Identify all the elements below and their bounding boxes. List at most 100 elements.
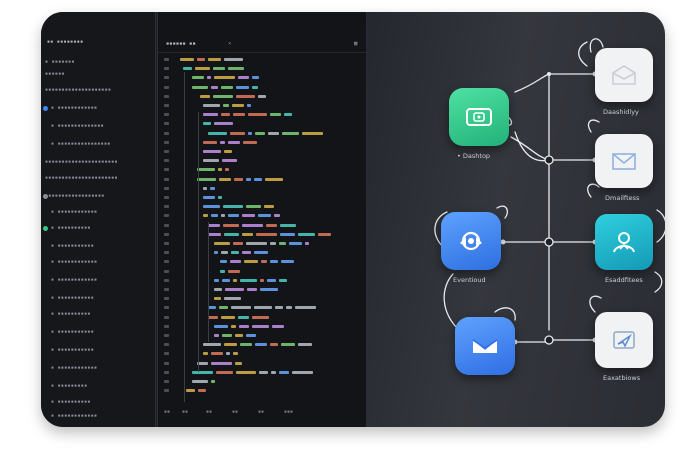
code-line [158,168,366,174]
line-number [164,223,169,227]
sidebar-item[interactable]: ▪▪▪▪▪▪▪▪▪▪▪▪▪▪▪▪▪▪▪▪▪▪ [41,174,155,184]
code-token [235,370,256,374]
node-eventioud[interactable] [441,212,501,270]
sidebar-item[interactable]: ▪ ▪▪▪▪▪▪▪▪▪▪▪ [41,328,155,338]
code-token [245,205,261,209]
sidebar-item[interactable]: ▪ ▪▪▪▪▪▪▪▪▪▪ [41,310,155,320]
file-status-dot-icon [43,226,48,231]
sidebar-item[interactable]: ▪▪▪▪▪▪▪▪▪▪▪▪▪▪▪▪▪▪ [41,192,155,202]
status-item[interactable]: ▪▪ [206,409,213,415]
node-daashidlyy[interactable] [595,48,653,102]
split-editor-icon[interactable]: ▦ [354,41,358,47]
code-token [197,177,217,181]
code-line [158,94,366,101]
sidebar-item[interactable]: ▪ ▪▪▪▪▪▪▪▪▪▪▪ [41,294,155,304]
sidebar-item[interactable]: ▪ ▪▪▪▪▪▪▪ [41,58,155,68]
code-token [247,288,257,291]
sidebar-item[interactable]: ▪ ▪▪▪▪▪▪▪▪▪▪▪ [41,242,155,252]
code-line [158,223,366,230]
line-number [164,58,169,61]
code-token [254,251,268,255]
code-token [222,104,229,107]
editor-tab-bar: ▪▪▪▪▪▪ ▪▪ × ▦ [158,38,366,53]
code-token [270,370,276,374]
node-eaxatbiows[interactable] [595,312,653,368]
code-token [208,306,217,310]
code-token [237,76,249,80]
sidebar-item[interactable]: ▪ ▪▪▪▪▪▪▪▪▪▪▪ [41,346,155,356]
sidebar-item[interactable]: ▪ ▪▪▪▪▪▪▪▪▪▪▪▪▪▪ [41,122,155,132]
code-token [251,76,259,80]
line-number [164,104,169,107]
status-item[interactable]: ▪▪ [258,409,265,415]
code-token [214,288,222,291]
code-token [291,370,313,374]
node-esaddfitees[interactable] [595,214,653,270]
node-label: Dmailftess [605,194,640,202]
line-number [164,150,169,153]
file-status-dot-icon [43,194,48,199]
code-token [297,343,312,347]
code-token [279,278,287,282]
code-line [158,389,366,395]
node-label: Esaddfitees [605,276,643,284]
sidebar-item[interactable]: ▪ ▪▪▪▪▪▪▪▪▪▪▪▪ [41,208,155,218]
code-token [242,223,264,227]
code-token [257,214,271,218]
line-number [164,186,169,190]
wallet-icon [466,108,492,126]
sidebar-item[interactable]: ▪▪▪▪▪▪▪▪▪▪▪▪▪▪▪▪▪▪▪▪▪▪ [41,158,155,168]
sidebar-item[interactable]: ▪ ▪▪▪▪▪▪▪▪▪▪▪▪ [41,276,155,286]
node-dashtop[interactable] [449,88,509,146]
code-token [231,104,244,107]
node-dmailftess[interactable] [595,134,653,188]
sidebar-item-label: ▪ ▪▪▪▪▪▪▪▪▪▪ [51,399,91,405]
line-number [164,278,169,282]
code-token [202,104,220,107]
code-token [280,223,297,227]
status-item[interactable]: ▪▪ [232,409,239,415]
code-token [254,306,273,310]
code-token [209,186,215,190]
code-line [158,260,366,266]
code-token [318,232,332,236]
status-item[interactable]: ▪▪ [164,409,171,415]
sidebar-item-label: ▪▪▪▪▪▪▪▪▪▪▪▪▪▪▪▪▪▪▪▪▪▪ [45,175,118,181]
node-envelope[interactable] [455,317,515,375]
close-icon[interactable]: × [228,41,232,47]
sidebar-item[interactable]: ▪ ▪▪▪▪▪▪▪▪▪▪ [41,398,155,408]
sidebar-item[interactable]: ▪ ▪▪▪▪▪▪▪▪▪▪▪▪▪▪▪▪ [41,140,155,150]
code-token [180,58,195,61]
code-token [267,278,276,282]
sidebar-header: ▪▪ ▪▪▪▪▪▪▪▪ [47,38,147,48]
sidebar-item[interactable]: ▪ ▪▪▪▪▪▪▪▪▪ [41,382,155,392]
code-token [236,94,255,98]
code-token [238,315,250,319]
code-token [227,214,239,218]
indent-guide [208,222,209,342]
code-token [210,214,218,218]
sidebar-item[interactable]: ▪ ▪▪▪▪▪▪▪▪▪▪▪▪ [41,412,155,422]
sidebar-item[interactable]: ▪ ▪▪▪▪▪▪▪▪▪▪ [41,224,155,234]
code-token [240,278,257,282]
sidebar-item[interactable]: ▪▪▪▪▪▪ [41,70,155,80]
code-token [242,251,251,255]
code-line [158,361,366,368]
code-token [258,94,266,98]
sidebar-item[interactable]: ▪ ▪▪▪▪▪▪▪▪▪▪▪▪ [41,258,155,268]
code-token [217,196,222,199]
code-token [227,269,240,273]
sidebar-item[interactable]: ▪ ▪▪▪▪▪▪▪▪▪▪▪▪ [41,364,155,374]
code-token [202,140,217,144]
code-editor[interactable]: ▪▪▪▪▪▪ ▪▪ × ▦ ▪▪ ▪▪ ▪▪ ▪▪ ▪▪ ▪▪▪ [157,12,367,427]
code-token [224,297,241,301]
sidebar-item[interactable]: ▪ ▪▪▪▪▪▪▪▪▪▪▪▪ [41,104,155,114]
code-line [158,205,366,211]
code-line [158,251,366,257]
status-item[interactable]: ▪▪ [182,409,189,415]
editor-tab[interactable]: ▪▪▪▪▪▪ ▪▪ [166,41,196,47]
sidebar-item[interactable]: ▪▪▪▪▪▪▪▪▪▪▪▪▪▪▪▪▪▪▪▪ [41,86,155,96]
code-token [197,168,216,172]
status-item[interactable]: ▪▪▪ [284,409,294,415]
line-number [164,131,169,135]
